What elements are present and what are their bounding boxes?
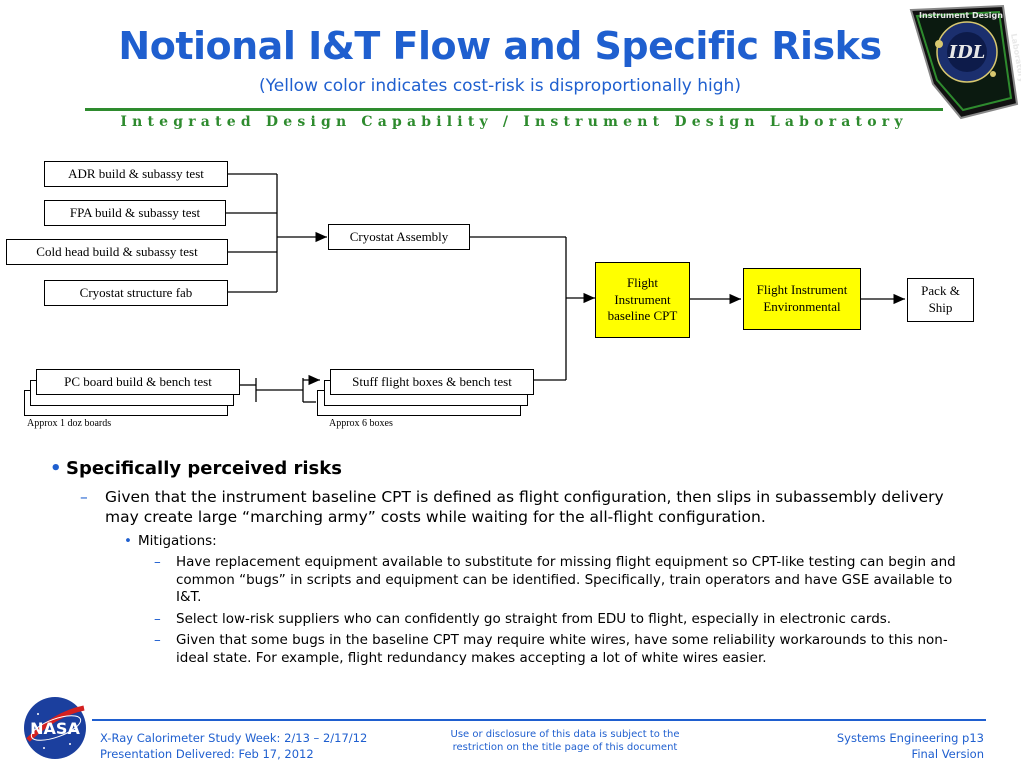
mitigation-item: –Have replacement equipment available to… bbox=[154, 554, 956, 606]
footer-left: X-Ray Calorimeter Study Week: 2/13 – 2/1… bbox=[100, 731, 368, 761]
mitigation-item: –Select low-risk suppliers who can confi… bbox=[154, 610, 892, 627]
risk-item: –Given that the instrument baseline CPT … bbox=[80, 488, 944, 527]
pc-board-box: PC board build & bench test bbox=[36, 369, 240, 395]
slide-subtitle: (Yellow color indicates cost-risk is dis… bbox=[259, 76, 741, 96]
org-line: Integrated Design Capability / Instrumen… bbox=[120, 114, 908, 130]
adr-build-box: ADR build & subassy test bbox=[44, 161, 228, 187]
fpa-build-box: FPA build & subassy test bbox=[44, 200, 226, 226]
footer-divider bbox=[92, 719, 986, 721]
stuff-flight-boxes-box: Stuff flight boxes & bench test bbox=[330, 369, 534, 395]
svg-text:NASA: NASA bbox=[30, 719, 80, 738]
cryostat-assembly-box: Cryostat Assembly bbox=[328, 224, 470, 250]
mitigations-label: •Mitigations: bbox=[124, 533, 217, 550]
footer-right: Systems Engineering p13 Final Version bbox=[836, 731, 984, 761]
boxes-note: Approx 6 boxes bbox=[329, 418, 393, 429]
pack-ship-box: Pack & Ship bbox=[907, 278, 974, 322]
bullet-heading: •Specifically perceived risks bbox=[50, 458, 342, 479]
idl-logo: IDL Instrument Design Laboratory bbox=[909, 4, 1021, 120]
svg-text:Instrument Design: Instrument Design bbox=[919, 11, 1003, 20]
cryostat-structure-box: Cryostat structure fab bbox=[44, 280, 228, 306]
svg-text:IDL: IDL bbox=[948, 42, 986, 63]
svg-text:Laboratory: Laboratory bbox=[1009, 33, 1021, 84]
slide-title: Notional I&T Flow and Specific Risks bbox=[118, 24, 882, 68]
mitigation-item: –Given that some bugs in the baseline CP… bbox=[154, 632, 948, 667]
cold-head-build-box: Cold head build & subassy test bbox=[6, 239, 228, 265]
nasa-logo: NASA bbox=[24, 697, 86, 759]
environmental-box: Flight Instrument Environmental bbox=[743, 268, 861, 330]
baseline-cpt-box: Flight Instrument baseline CPT bbox=[595, 262, 690, 338]
flow-connectors bbox=[226, 173, 905, 403]
footer-disclaimer: Use or disclosure of this data is subjec… bbox=[450, 729, 680, 753]
risk-bullets: •Specifically perceived risks –Given tha… bbox=[50, 458, 970, 672]
boards-note: Approx 1 doz boards bbox=[27, 418, 112, 429]
header-divider bbox=[85, 108, 943, 111]
